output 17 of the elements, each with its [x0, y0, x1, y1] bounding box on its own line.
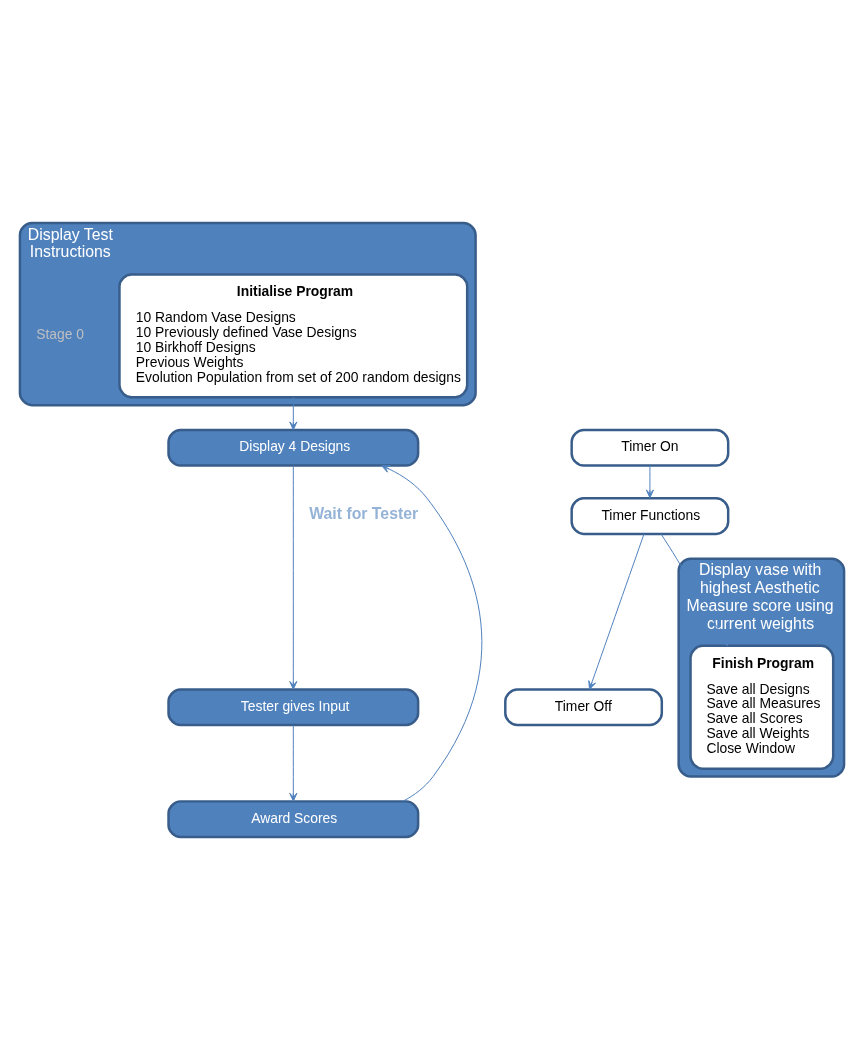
node-box: Timer Off [504, 687, 664, 726]
arrow [588, 533, 645, 690]
node-box: Timer Functions [570, 496, 730, 535]
arrow [381, 464, 483, 802]
label: Stage 0 [36, 325, 85, 342]
node-box: Initialise Program 10 Random Vase Designs 10 Previously defined Vase Designs 10 Birkhoff Designs Previous Weights Evolution Population from set of 200 random designs [118, 272, 469, 398]
arrow [289, 464, 298, 690]
node-box: Award Scores [167, 799, 420, 838]
arrow [289, 724, 298, 802]
node-box: Finish Program Save all Designs Save all Measures Save all Scores Save all Weights Close Window [689, 644, 835, 770]
node-box: Tester gives Input [167, 687, 420, 726]
node-box: Display 4 Designs [167, 428, 420, 467]
arrow [660, 532, 729, 646]
node-box: Timer On [570, 428, 730, 467]
edge-label: Wait for Tester [309, 504, 419, 522]
arrow [289, 396, 298, 430]
arrow [645, 464, 654, 498]
